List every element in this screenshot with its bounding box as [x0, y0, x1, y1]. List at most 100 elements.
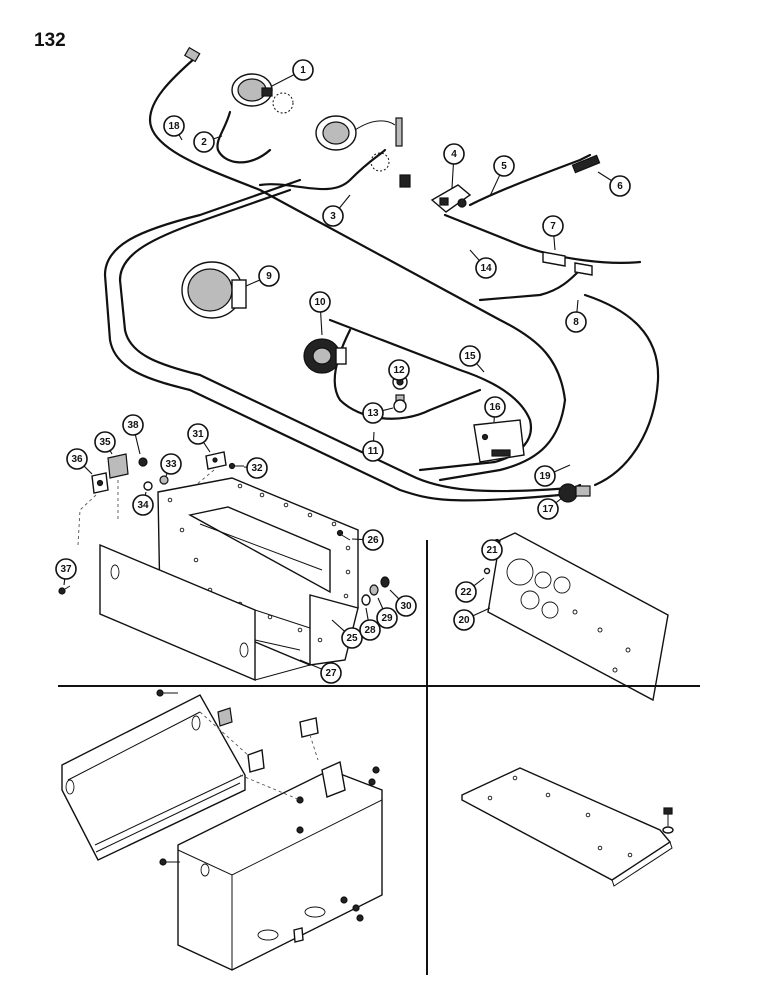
connector-7 [542, 251, 566, 267]
callout-36: 36 [66, 448, 93, 475]
callout-14: 14 [469, 249, 497, 279]
callout-circle-6 [609, 175, 631, 197]
callout-label-7: 7 [550, 221, 556, 232]
callout-8: 8 [565, 299, 587, 333]
callout-17: 17 [537, 497, 563, 520]
callout-label-1: 1 [300, 65, 306, 76]
callout-leader-25 [331, 619, 345, 632]
callout-circle-8 [565, 311, 587, 333]
callout-leader-29 [377, 597, 384, 610]
callout-circle-20 [453, 609, 475, 631]
callout-leader-5 [489, 174, 501, 197]
callout-label-38: 38 [127, 420, 139, 431]
panel-screw-hole [345, 545, 351, 551]
panel-screw-hole [331, 521, 337, 527]
callout-label-27: 27 [325, 668, 337, 679]
lower-cover-27 [99, 543, 311, 682]
callout-31: 31 [187, 423, 211, 453]
callout-label-18: 18 [168, 121, 180, 132]
switch-bracket-4 [430, 184, 472, 213]
panel-screw-hole [193, 557, 199, 563]
callout-13: 13 [362, 402, 394, 424]
callout-label-17: 17 [542, 504, 554, 515]
nut-38 [138, 457, 148, 467]
callout-circle-14 [475, 257, 497, 279]
callout-label-20: 20 [458, 615, 470, 626]
callout-leader-27 [299, 659, 322, 670]
callout-label-32: 32 [251, 463, 263, 474]
callout-1: 1 [271, 59, 314, 87]
callout-circle-1 [292, 59, 314, 81]
nut-33 [159, 475, 169, 485]
callout-circle-17 [537, 498, 559, 520]
callout-30: 30 [389, 589, 417, 617]
callout-29: 29 [376, 597, 398, 629]
callout-38: 38 [122, 414, 144, 455]
callout-15: 15 [459, 345, 485, 373]
callout-33: 33 [160, 453, 182, 477]
callout-leader-13 [382, 407, 394, 412]
callout-label-6: 6 [617, 181, 623, 192]
callout-label-28: 28 [364, 625, 376, 636]
lower-left-hardware [156, 689, 380, 943]
clip-36 [91, 472, 109, 494]
callout-19: 19 [534, 464, 571, 487]
callout-circle-22 [455, 581, 477, 603]
callout-label-12: 12 [393, 365, 405, 376]
callout-label-34: 34 [137, 500, 149, 511]
callout-27: 27 [299, 659, 342, 684]
callout-label-37: 37 [60, 564, 72, 575]
callout-circle-38 [122, 414, 144, 436]
callout-circle-19 [534, 465, 556, 487]
callout-label-11: 11 [368, 446, 379, 457]
callout-circle-30 [395, 595, 417, 617]
callout-5: 5 [489, 155, 515, 197]
callout-label-16: 16 [489, 402, 501, 413]
callout-leader-30 [389, 589, 400, 600]
callout-leader-1 [271, 74, 295, 87]
gauge-1 [231, 73, 294, 114]
callout-label-29: 29 [381, 613, 393, 624]
panel-screw-hole [307, 512, 313, 518]
washer-22 [483, 567, 491, 575]
callout-circle-32 [246, 457, 268, 479]
callout-20: 20 [453, 607, 491, 631]
panel-screws [167, 483, 351, 643]
callout-leader-8 [576, 299, 579, 313]
callout-leader-9 [245, 279, 261, 287]
callout-32: 32 [243, 457, 268, 479]
callout-label-19: 19 [539, 471, 551, 482]
callout-label-13: 13 [367, 408, 379, 419]
callout-label-3: 3 [330, 211, 336, 222]
lower-right-bolt [662, 807, 674, 834]
panel-screw-hole [317, 637, 323, 643]
callout-circle-15 [459, 345, 481, 367]
callout-7: 7 [542, 215, 564, 251]
callout-label-9: 9 [266, 271, 272, 282]
callout-leader-28 [365, 607, 369, 621]
callout-label-10: 10 [314, 297, 326, 308]
callout-37: 37 [55, 558, 77, 586]
callout-leader-38 [134, 434, 141, 455]
lower-right-plate [461, 767, 673, 887]
callout-leader-7 [553, 235, 556, 251]
callout-4: 4 [443, 143, 465, 189]
callout-11: 11 [362, 431, 384, 462]
callout-label-14: 14 [480, 263, 492, 274]
callout-2: 2 [193, 131, 223, 153]
clamp-35 [107, 453, 129, 479]
washer-29 [369, 584, 379, 596]
callout-label-36: 36 [71, 454, 83, 465]
callout-label-15: 15 [464, 351, 476, 362]
callout-circle-3 [322, 205, 344, 227]
callout-label-8: 8 [573, 317, 579, 328]
callout-layer: 1234567891011121314151617181920212225262… [55, 59, 631, 684]
callout-18: 18 [163, 115, 185, 141]
connector-8 [574, 262, 593, 276]
callout-circle-25 [341, 627, 363, 649]
callout-16: 16 [484, 396, 506, 423]
callout-leader-4 [451, 163, 454, 189]
tachometer-9 [181, 261, 247, 319]
callout-label-31: 31 [192, 429, 204, 440]
switch-17 [558, 483, 591, 503]
